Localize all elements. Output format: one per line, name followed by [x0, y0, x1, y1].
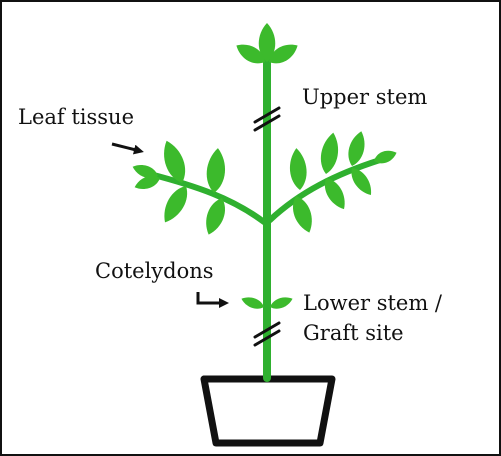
label-graft-site: Graft site	[303, 321, 404, 345]
left-leaf-branch	[131, 138, 264, 238]
top-leaf-cluster	[233, 23, 302, 68]
label-upper-stem: Upper stem	[302, 85, 427, 109]
label-cotelydons: Cotelydons	[95, 259, 214, 283]
label-lower-stem: Lower stem /	[303, 291, 443, 315]
label-leaf-tissue: Leaf tissue	[18, 105, 134, 129]
cotelydons-arrow	[198, 292, 225, 303]
right-leaf-branch	[270, 129, 399, 235]
leaf-tissue-arrow	[112, 144, 140, 151]
pot	[204, 379, 332, 443]
